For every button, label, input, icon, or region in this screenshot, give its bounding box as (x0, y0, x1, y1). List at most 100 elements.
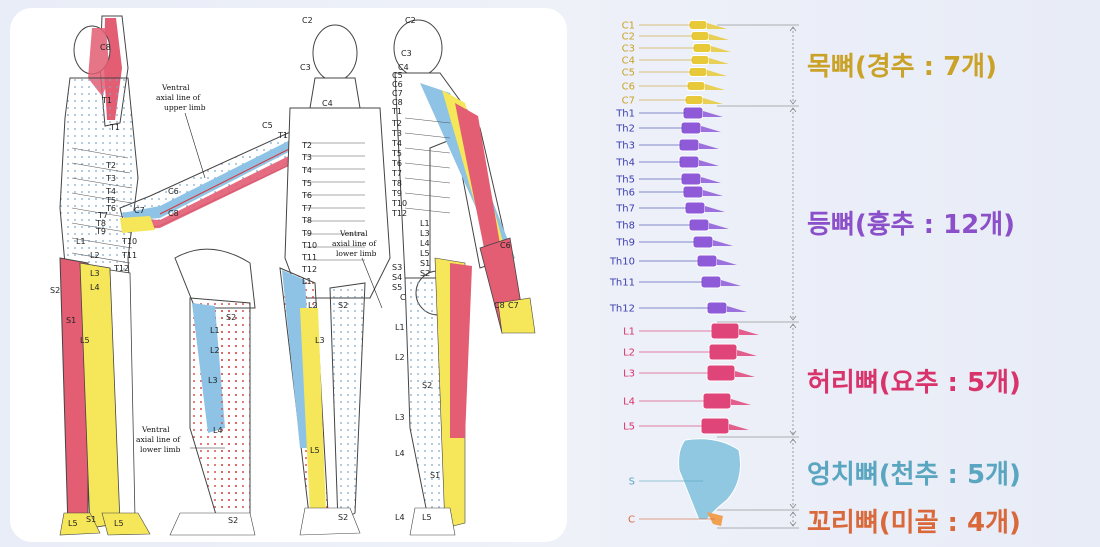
vertebra-body-th5 (680, 172, 702, 186)
vertebra-body-l5 (700, 417, 730, 435)
label-t9-lateral: T9 (95, 227, 106, 236)
label-l5-foot: L5 (68, 519, 78, 528)
label-t5-lateral: T5 (105, 196, 116, 205)
vertebra-body-c5 (688, 67, 708, 77)
label-s1-back-leg: S1 (430, 471, 440, 480)
label-c8-lateral: C8 (100, 43, 111, 52)
label-l3-back: L3 (420, 229, 430, 238)
vertebra-label-c1: C1 (622, 21, 635, 32)
label-s3-back: S3 (392, 263, 402, 272)
label-t1-lateral-b: T1 (109, 123, 120, 132)
label-c7-arm: C7 (134, 206, 145, 215)
label-t7-front: T7 (301, 204, 312, 213)
annot-lower-leg-1: Ventral (141, 425, 170, 434)
label-s2-leg: S2 (226, 313, 236, 322)
annot-lower-front-1: Ventral (339, 229, 368, 238)
annot-upper-1: Ventral (161, 83, 190, 92)
vertebra-process-c3 (711, 46, 731, 52)
label-l2-leg: L2 (210, 346, 220, 355)
region-bracket-arrow-bottom (789, 503, 797, 509)
label-t5-front: T5 (301, 179, 312, 188)
vertebra-body-l3 (706, 364, 736, 382)
label-l3-lateral: L3 (90, 269, 100, 278)
vertebra-label-th5: Th5 (615, 175, 635, 186)
region-bracket-arrow-top (789, 511, 797, 517)
vertebra-process-c2 (709, 34, 729, 40)
label-t8-back: T8 (391, 179, 402, 188)
region-title-1: 등뼈(흉추 : 12개) (807, 210, 1015, 240)
figure-posterior (393, 19, 536, 536)
vertebra-label-c7: C7 (622, 96, 635, 107)
vertebra-process-th4 (699, 160, 719, 166)
label-l2-front: L2 (308, 301, 318, 310)
label-l4-back-leg: L4 (395, 449, 405, 458)
vertebra-process-th12 (727, 306, 747, 312)
label-t4-lateral: T4 (105, 187, 116, 196)
label-l4-lateral: L4 (90, 283, 100, 292)
vertebra-body-c4 (690, 55, 710, 65)
vertebra-body-c1 (688, 20, 708, 30)
vertebra-label-th12: Th12 (609, 304, 635, 315)
figure-anterior (279, 24, 391, 536)
label-l2-back-leg: L2 (395, 353, 405, 362)
label-l1-lateral: L1 (76, 237, 86, 246)
label-t6-back: T6 (391, 159, 402, 168)
label-s2-front: S2 (338, 301, 348, 310)
label-c8-back-arm: C8 (494, 301, 505, 310)
label-c3-back: C3 (401, 49, 412, 58)
label-t3-front: T3 (301, 153, 312, 162)
label-t5-back: T5 (391, 149, 402, 158)
label-t12-lateral: T12 (113, 264, 129, 273)
region-bracket-arrow-top (789, 26, 797, 32)
annot-upper-2: axial line of (156, 93, 201, 102)
label-s2-back: S2 (420, 269, 430, 278)
vertebra-process-l5 (729, 424, 749, 430)
vertebra-process-th6 (703, 190, 723, 196)
vertebra-label-l5: L5 (623, 422, 635, 433)
vertebra-body-th9 (692, 235, 714, 249)
vertebra-label-l1: L1 (623, 327, 635, 338)
label-co-back: C (400, 293, 406, 302)
label-s1-lateral: S1 (66, 316, 76, 325)
label-l3-back-leg: L3 (395, 413, 405, 422)
label-t3-back: T3 (391, 129, 402, 138)
vertebra-body-th12 (706, 301, 728, 315)
label-t2-back: T2 (391, 119, 402, 128)
spine-region-titles: 목뼈(경추 : 7개)등뼈(흉추 : 12개)허리뼈(요추 : 5개)엉치뼈(천… (807, 52, 1021, 538)
label-c7-back: C7 (392, 89, 403, 98)
label-c5-back: C5 (392, 71, 403, 80)
vertebra-process-th1 (703, 111, 723, 117)
vertebra-body-th6 (682, 185, 704, 199)
label-c2-back: C2 (405, 16, 416, 25)
label-l4-leg: L4 (213, 426, 223, 435)
label-c3-front: C3 (300, 63, 311, 72)
vertebra-body-c6 (686, 81, 706, 91)
region-bracket-arrow-top (789, 438, 797, 444)
label-t3-lateral: T3 (105, 174, 116, 183)
vertebra-body-l4 (702, 392, 732, 410)
vertebra-process-c4 (709, 58, 729, 64)
dermatome-labels: C8 T1 T1 T2 T3 T4 T5 T6 T7 T8 T9 T10 T11… (50, 16, 519, 528)
figure-lateral (59, 15, 151, 536)
region-title-3: 엉치뼈(천추 : 5개) (807, 460, 1021, 490)
label-c4-back: C4 (398, 63, 409, 72)
vertebra-process-c7 (703, 98, 723, 104)
vertebra-body-l2 (708, 343, 738, 361)
vertebra-label-l4: L4 (623, 397, 635, 408)
dermatome-panel: C8 T1 T1 T2 T3 T4 T5 T6 T7 T8 T9 T10 T11… (10, 8, 567, 542)
vertebra-body-th11 (700, 275, 722, 289)
vertebra-process-l1 (739, 329, 759, 335)
annot-lower-leg-3: lower limb (140, 445, 181, 454)
vertebra-body-th10 (696, 254, 718, 268)
vertebra-process-th5 (701, 177, 721, 183)
label-t2-lateral: T2 (105, 161, 116, 170)
vertebra-label-l2: L2 (623, 348, 635, 359)
label-s2-leg-foot: S2 (228, 516, 238, 525)
vertebra-label-th1: Th1 (615, 109, 635, 120)
vertebra-label-c: C (628, 515, 635, 526)
label-l5-back: L5 (420, 249, 430, 258)
dermatome-diagram: C8 T1 T1 T2 T3 T4 T5 T6 T7 T8 T9 T10 T11… (50, 15, 536, 536)
vertebra-label-th8: Th8 (615, 221, 635, 232)
label-t9-front: T9 (301, 229, 312, 238)
vertebra-process-c6 (705, 84, 725, 90)
